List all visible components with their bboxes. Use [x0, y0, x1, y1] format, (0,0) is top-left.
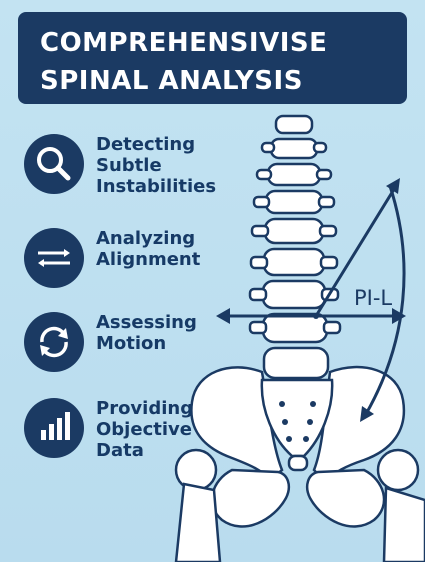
rotation-arrows-icon: [24, 312, 84, 372]
title-line-2: SPINAL ANALYSIS: [40, 66, 303, 96]
feature-label: Assessing Motion: [96, 312, 197, 354]
spine-illustration: [248, 114, 342, 380]
arrow-heads: [216, 178, 406, 422]
feature-motion: Assessing Motion: [24, 312, 234, 382]
alignment-arrows-icon: [24, 228, 84, 288]
bar-chart-icon: [24, 398, 84, 458]
feature-label: Analyzing Alignment: [96, 228, 201, 270]
feature-alignment: Analyzing Alignment: [24, 228, 234, 298]
feature-label: Providing Objective Data: [96, 398, 194, 461]
pelvis-illustration: [174, 365, 425, 562]
pi-l-label: PI-L: [354, 286, 393, 310]
title-line-1: COMPREHENSIVISE: [40, 28, 328, 58]
feature-data: Providing Objective Data: [24, 398, 234, 468]
feature-label: Detecting Subtle Instabilities: [96, 134, 217, 197]
vertex-point: [313, 313, 319, 319]
sacrum-foramina: [279, 401, 316, 442]
feature-detecting: Detecting Subtle Instabilities: [24, 134, 234, 204]
magnifier-icon: [24, 134, 84, 194]
measurement-lines: [222, 184, 406, 416]
title-banner: COMPREHENSIVISE SPINAL ANALYSIS: [18, 12, 407, 104]
